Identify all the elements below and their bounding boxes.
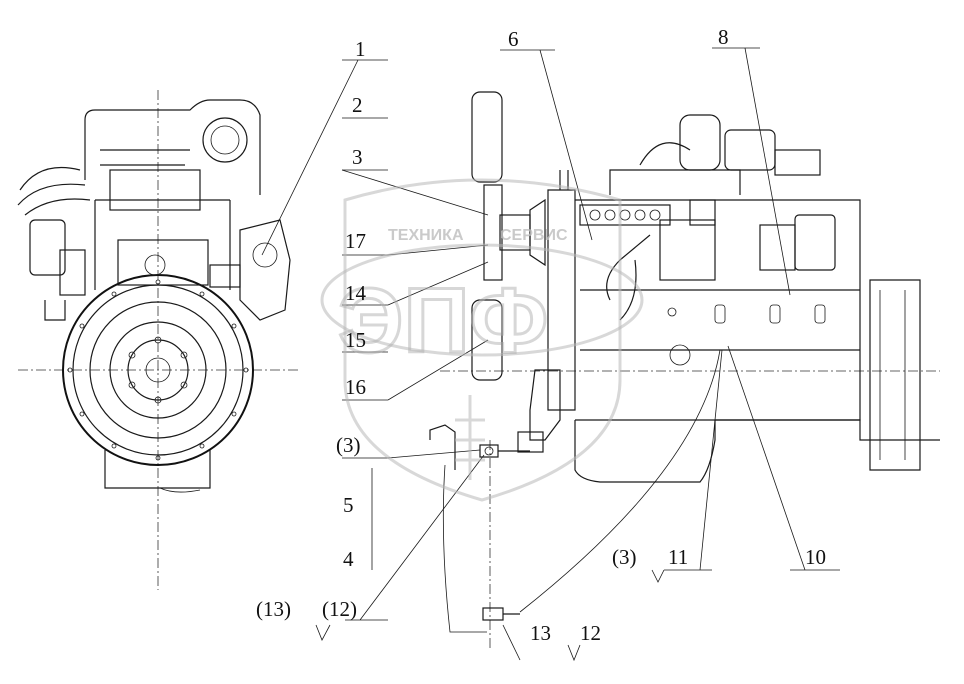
label-11: 11	[668, 545, 688, 569]
watermark-text-left: ТЕХНИКА	[388, 227, 464, 244]
sensor-cable-right	[519, 349, 721, 613]
label-14: 14	[345, 281, 367, 305]
label-12-bracket: (12)	[322, 597, 357, 621]
label-13: 13	[530, 621, 551, 645]
sensor-cable-left	[442, 464, 487, 633]
label-16: 16	[345, 375, 366, 399]
front-view-engine	[17, 99, 291, 493]
label-4: 4	[343, 547, 354, 571]
label-2: 2	[352, 93, 363, 117]
leader-lines	[261, 47, 840, 662]
sensor-upper-assembly	[429, 424, 530, 470]
label-17: 17	[345, 229, 366, 253]
label-1: 1	[355, 37, 366, 61]
sensor-lower-assembly	[482, 607, 520, 621]
label-8: 8	[718, 25, 729, 49]
watermark-text-right: СЕРВИС	[500, 227, 568, 244]
label-10: 10	[805, 545, 826, 569]
label-15: 15	[345, 328, 366, 352]
label-3: 3	[352, 145, 363, 169]
label-12: 12	[580, 621, 601, 645]
label-5: 5	[343, 493, 354, 517]
watermark-logo: ЭПФ	[338, 270, 548, 372]
label-3-bracket-left: (3)	[336, 433, 361, 457]
watermark: ТЕХНИКА СЕРВИС ЭПФ	[320, 178, 644, 502]
label-3-bracket-right: (3)	[612, 545, 637, 569]
label-6: 6	[508, 27, 519, 51]
label-13-bracket: (13)	[256, 597, 291, 621]
